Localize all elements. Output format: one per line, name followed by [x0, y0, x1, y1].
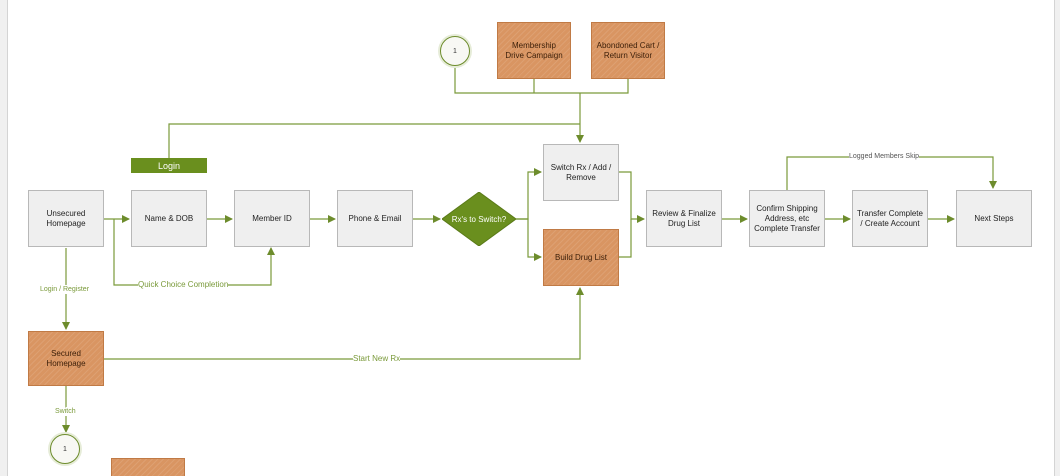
- left-frame: [0, 0, 8, 476]
- node-label: Phone & Email: [348, 213, 402, 223]
- node-label: Abondoned Cart / Return Visitor: [596, 40, 660, 60]
- connector-circle-bottom: 1: [50, 434, 80, 464]
- build-drug-list-node: Build Drug List: [543, 229, 619, 286]
- node-label: Next Steps: [974, 213, 1014, 223]
- secured-homepage-node: Secured Homepage: [28, 331, 104, 386]
- edge-decision-to-build: [516, 218, 542, 261]
- edge-logged-skip: [786, 156, 997, 190]
- node-label: Confirm Shipping Address, etc Complete T…: [754, 203, 820, 233]
- review-finalize-node: Review & Finalize Drug List: [646, 190, 722, 247]
- partial-orange-node: [111, 458, 185, 476]
- node-label: Unsecured Homepage: [46, 208, 86, 228]
- phone-email-node: Phone & Email: [337, 190, 413, 247]
- login-label: Login: [157, 160, 181, 171]
- connector-circle-top: 1: [440, 36, 470, 66]
- node-label: Membership Drive Campaign: [505, 40, 563, 60]
- confirm-shipping-node: Confirm Shipping Address, etc Complete T…: [749, 190, 825, 247]
- node-label: Secured Homepage: [46, 348, 86, 368]
- member-id-node: Member ID: [234, 190, 310, 247]
- name-dob-node: Name & DOB: [131, 190, 207, 247]
- quick-choice-label: Quick Choice Completion: [138, 280, 229, 289]
- switch-label: Switch: [55, 407, 76, 416]
- transfer-complete-node: Transfer Complete / Create Account: [852, 190, 928, 247]
- node-label: Review & Finalize Drug List: [652, 208, 716, 228]
- switch-rx-node: Switch Rx / Add / Remove: [543, 144, 619, 201]
- abandoned-cart-node: Abondoned Cart / Return Visitor: [591, 22, 665, 79]
- rx-switch-decision: Rx's to Switch?: [442, 192, 516, 246]
- membership-drive-node: Membership Drive Campaign: [497, 22, 571, 79]
- node-label: Build Drug List: [554, 252, 608, 262]
- decision-label: Rx's to Switch?: [451, 214, 507, 224]
- edge-connector-top: [454, 65, 580, 94]
- edge-login-route: [168, 123, 580, 173]
- connector-label: 1: [63, 445, 67, 453]
- login-register-label: Login / Register: [40, 285, 90, 294]
- unsecured-homepage-node: Unsecured Homepage: [28, 190, 104, 247]
- connector-label: 1: [453, 47, 457, 55]
- edge-build-to-review: [619, 219, 632, 258]
- decision-diamond-shape: [442, 192, 516, 246]
- node-label: Name & DOB: [144, 213, 194, 223]
- node-label: Switch Rx / Add / Remove: [550, 162, 612, 182]
- edge-start-new-rx: [104, 287, 584, 360]
- next-steps-node: Next Steps: [956, 190, 1032, 247]
- edge-decision-to-switch: [516, 168, 542, 220]
- node-label: Member ID: [252, 213, 292, 223]
- login-bar: Login: [131, 158, 207, 173]
- logged-members-skip-label: Logged Members Skip: [849, 152, 920, 161]
- edge-abandoned-cart: [580, 79, 629, 94]
- right-frame: [1054, 0, 1060, 476]
- node-label: Transfer Complete / Create Account: [857, 208, 923, 228]
- start-new-rx-label: Start New Rx: [353, 354, 401, 363]
- edge-switch-to-review: [619, 171, 645, 223]
